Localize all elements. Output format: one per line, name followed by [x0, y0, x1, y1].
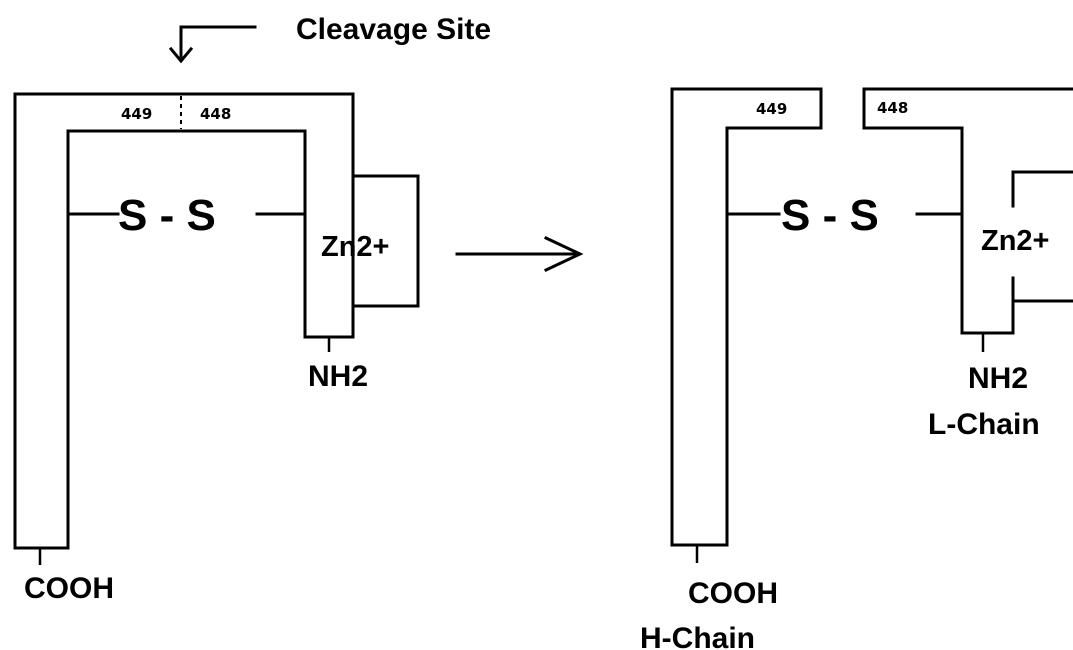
heavy-residue-449: 449 [756, 100, 787, 118]
light-chain: 448 Zn2+ NH2 L-Chain [862, 87, 1073, 441]
light-nh2-label: NH2 [968, 362, 1028, 395]
disulfide-label: S - S [118, 191, 216, 240]
transformation-arrow [455, 236, 584, 272]
light-chain-label: L-Chain [928, 408, 1040, 441]
cleavage-site-label: Cleavage Site [296, 13, 491, 46]
heavy-chain-outline [670, 87, 823, 547]
cleavage-pointer-arrow [179, 25, 257, 62]
residue-448-label: 448 [200, 105, 231, 123]
residue-449-label: 449 [121, 105, 152, 123]
zinc-bracket [351, 174, 420, 308]
nh2-label: NH2 [308, 360, 368, 393]
heavy-chain: 449 COOH H-Chain [640, 87, 823, 650]
light-zinc-label: Zn2+ [981, 225, 1050, 257]
cleavage-site-indicator: Cleavage Site [168, 13, 491, 64]
cleavage-pointer-arrowhead [168, 46, 194, 64]
intact-chain-outline [13, 92, 355, 550]
zinc-label: Zn2+ [321, 231, 390, 263]
heavy-chain-label: H-Chain [640, 622, 755, 650]
heavy-cooh-label: COOH [688, 577, 778, 610]
light-chain-outline [862, 87, 1073, 335]
after-disulfide: S - S [725, 191, 964, 240]
cooh-label: COOH [24, 572, 114, 605]
light-residue-448: 448 [877, 99, 908, 117]
intact-toxin: 449 448 S - S Zn2+ NH2 COOH [13, 92, 420, 605]
arrow-head [544, 236, 584, 272]
after-disulfide-label: S - S [781, 191, 879, 240]
